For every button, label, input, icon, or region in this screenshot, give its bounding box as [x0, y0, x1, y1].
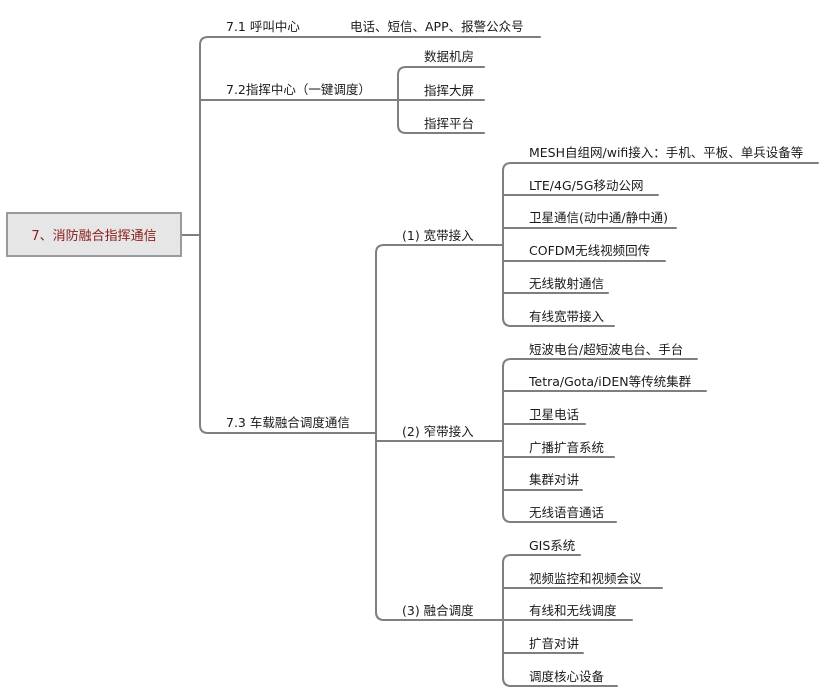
- fd-edge-4: [502, 677, 618, 687]
- leaf-wired-broadband[interactable]: 有线宽带接入: [529, 309, 605, 324]
- sub-fusion-dispatch[interactable]: (3) 融合调度: [402, 603, 474, 618]
- level1-edge-2: [199, 424, 377, 434]
- nb-edge-5: [502, 513, 617, 523]
- leaf-scatter[interactable]: 无线散射通信: [529, 276, 605, 291]
- leaf-command-screen[interactable]: 指挥大屏: [424, 83, 475, 98]
- root-node[interactable]: 7、消防融合指挥通信: [6, 212, 182, 257]
- leaf-sat-phone[interactable]: 卫星电话: [529, 407, 580, 422]
- branch-command-center[interactable]: 7.2指挥中心（一键调度）: [226, 82, 371, 97]
- leaf-command-platform[interactable]: 指挥平台: [424, 116, 475, 131]
- leaf-pa-intercom[interactable]: 扩音对讲: [529, 636, 580, 651]
- bb-edge-0: [502, 162, 819, 172]
- leaf-cofdm[interactable]: COFDM无线视频回传: [529, 243, 651, 258]
- veh-edge-2: [375, 611, 487, 621]
- fd-edge-0: [502, 554, 581, 564]
- leaf-data-room[interactable]: 数据机房: [424, 49, 475, 64]
- branch-vehicle-dispatch[interactable]: 7.3 车载融合调度通信: [226, 415, 350, 430]
- leaf-voice-call[interactable]: 无线语音通话: [529, 505, 605, 520]
- cmd-edge-0: [397, 66, 485, 76]
- leaf-video[interactable]: 视频监控和视频会议: [529, 571, 642, 586]
- leaf-broadcast[interactable]: 广播扩音系统: [529, 440, 605, 455]
- branch-call-center[interactable]: 7.1 呼叫中心: [226, 19, 300, 34]
- nb-edge-0: [502, 358, 698, 368]
- call-center-note: 电话、短信、APP、报警公众号: [350, 19, 524, 34]
- leaf-wired-wireless[interactable]: 有线和无线调度: [529, 603, 617, 618]
- leaf-gis[interactable]: GIS系统: [529, 538, 576, 553]
- level1-edge-0: [199, 36, 541, 46]
- leaf-core-device[interactable]: 调度核心设备: [529, 669, 605, 684]
- leaf-trunking[interactable]: Tetra/Gota/iDEN等传统集群: [529, 374, 692, 389]
- leaf-lte[interactable]: LTE/4G/5G移动公网: [529, 178, 644, 193]
- veh-edge-0: [375, 244, 487, 254]
- sub-broadband[interactable]: (1) 宽带接入: [402, 228, 474, 243]
- leaf-intercom[interactable]: 集群对讲: [529, 472, 580, 487]
- bb-edge-5: [502, 317, 615, 327]
- cmd-edge-2: [397, 124, 485, 134]
- leaf-mesh[interactable]: MESH自组网/wifi接入：手机、平板、单兵设备等: [529, 145, 804, 160]
- sub-narrowband[interactable]: (2) 窄带接入: [402, 424, 474, 439]
- leaf-satellite[interactable]: 卫星通信(动中通/静中通): [529, 210, 668, 225]
- leaf-shortwave[interactable]: 短波电台/超短波电台、手台: [529, 342, 684, 357]
